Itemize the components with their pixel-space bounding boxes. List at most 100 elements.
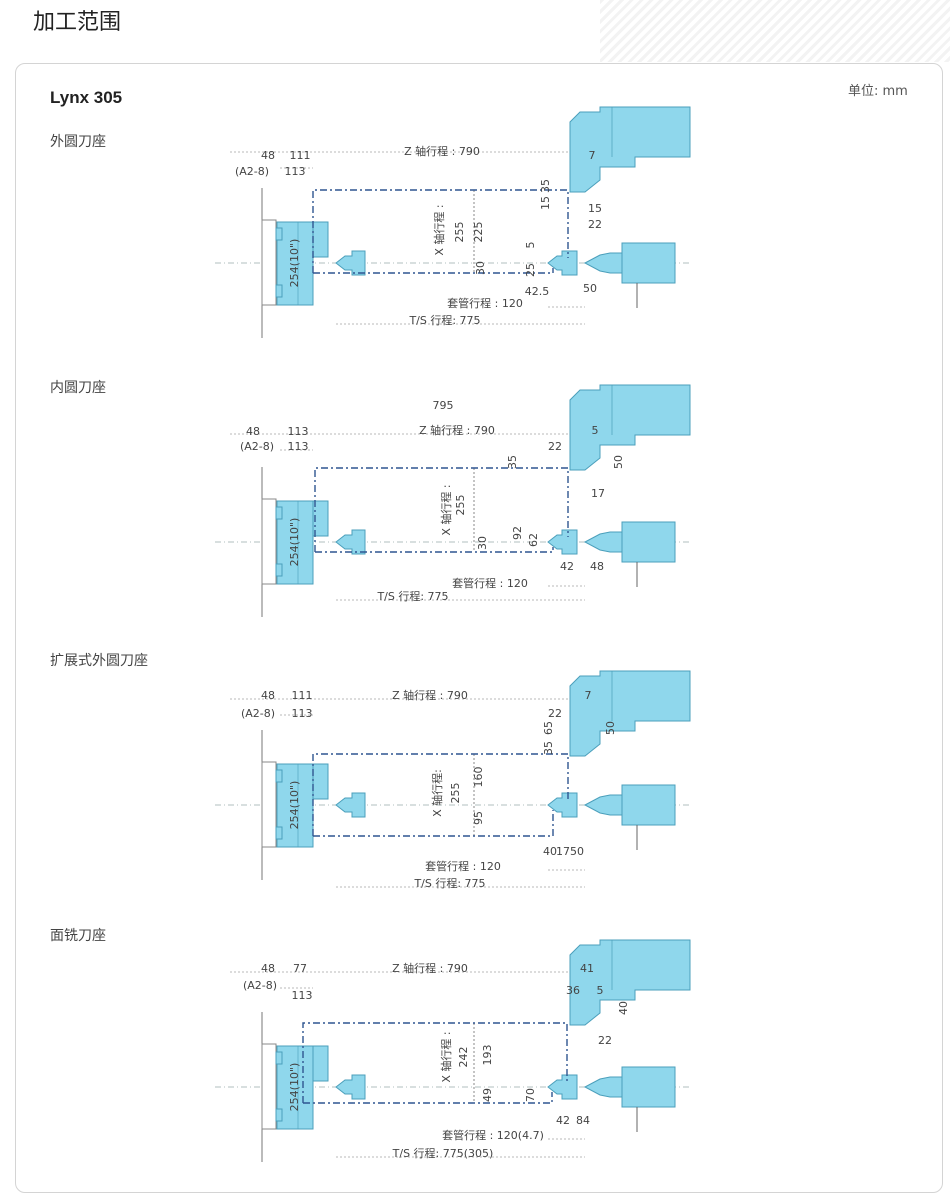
- tool-travel-path: [312, 189, 569, 274]
- dimension-label: 5: [592, 424, 599, 437]
- dimension-label: 50: [570, 845, 584, 858]
- turret: [569, 670, 691, 757]
- turret: [569, 384, 691, 471]
- chuck-jaw-lower: [275, 1108, 283, 1122]
- tool-at-turret: [547, 792, 578, 818]
- chuck: [276, 763, 314, 848]
- dimension-label: (A2-8): [243, 979, 277, 992]
- dimension-label: 77: [293, 962, 307, 975]
- dimension-label: T/S 行程: 775: [408, 314, 480, 327]
- spindle-nose-plate: [261, 498, 277, 585]
- dimension-label: 62: [527, 533, 540, 547]
- dimension-label: 22: [548, 707, 562, 720]
- dimension-label: 65: [542, 721, 555, 735]
- tool-at-spindle: [335, 250, 366, 276]
- dimension-label: 92: [511, 526, 524, 540]
- unit-label: 单位: mm: [848, 84, 908, 99]
- dimension-label: T/S 行程: 775(305): [392, 1147, 494, 1160]
- dimension-label: 193: [481, 1045, 494, 1066]
- dimension-label: X 轴行程 :: [439, 484, 453, 535]
- dimension-label: Z 轴行程 : 790: [392, 961, 468, 975]
- dimension-label: 254(10"): [288, 781, 301, 830]
- chuck-jaw-lower: [275, 284, 283, 298]
- dimension-label: 48: [590, 560, 604, 573]
- spindle-nose-plate: [261, 219, 277, 306]
- dimension-label: 255: [453, 222, 466, 243]
- dimension-label: 254(10"): [288, 518, 301, 567]
- header-decoration: [600, 0, 950, 62]
- dimension-label: 111: [292, 689, 313, 702]
- dimension-label: 22: [548, 440, 562, 453]
- dimension-label: 113: [292, 989, 313, 1002]
- dimension-label: 22: [598, 1034, 612, 1047]
- turret: [569, 106, 691, 193]
- dimension-label: 套管行程 : 120(4.7): [442, 1128, 544, 1142]
- dimension-label: 7: [589, 149, 596, 162]
- section-title-face-mill-holder: 面铣刀座: [50, 928, 106, 944]
- dimension-label: X 轴行程 :: [439, 1031, 453, 1082]
- dimension-label: 40: [617, 1001, 630, 1015]
- dimension-label: 795: [433, 399, 454, 412]
- dimension-label: X 轴行程 :: [432, 204, 446, 255]
- section-title-extended-od-holder: 扩展式外圆刀座: [50, 653, 148, 669]
- dimension-label: (A2-8): [241, 707, 275, 720]
- tailstock-body: [621, 1066, 676, 1108]
- dimension-label: (A2-8): [235, 165, 269, 178]
- diagram-4: 48 77 Z 轴行程 : 790 41 (A2-8) 113 36 5 40 22 X 轴行程 :…: [215, 939, 691, 1162]
- dimension-label: 113: [288, 440, 309, 453]
- dimension-label: 48: [261, 962, 275, 975]
- chuck-jaw-block: [312, 763, 329, 800]
- chuck-jaw-block: [312, 500, 329, 537]
- dimension-label: 35: [539, 179, 552, 193]
- dimension-label: 17: [556, 845, 570, 858]
- chuck-jaw-block: [312, 1045, 329, 1082]
- dimension-label: 48: [246, 425, 260, 438]
- dimension-label: 22: [588, 218, 602, 231]
- dimension-label: T/S 行程: 775: [376, 590, 448, 603]
- dimension-label: 242: [457, 1047, 470, 1068]
- dimension-label: 5: [597, 984, 604, 997]
- dimension-label: 41: [580, 962, 594, 975]
- dimension-label: 95: [472, 811, 485, 825]
- dimension-label: 113: [292, 707, 313, 720]
- dimension-label: 25: [524, 263, 537, 277]
- dimension-label: 5: [524, 242, 537, 249]
- section-title-id-holder: 内圆刀座: [50, 380, 106, 396]
- dimension-label: 255: [454, 495, 467, 516]
- dimension-label: 17: [591, 487, 605, 500]
- chuck: [276, 1045, 314, 1130]
- tailstock-center: [583, 531, 623, 553]
- tailstock-center: [583, 1076, 623, 1098]
- dimension-label: 36: [566, 984, 580, 997]
- dimension-label: Z 轴行程 : 790: [419, 423, 495, 437]
- dimension-label: 42.5: [525, 285, 550, 298]
- tailstock-body: [621, 521, 676, 563]
- chuck: [276, 500, 314, 585]
- dimension-label: 42: [556, 1114, 570, 1127]
- dimension-label: 254(10"): [288, 1063, 301, 1112]
- spindle-nose-plate: [261, 761, 277, 848]
- dimension-label: 113: [285, 165, 306, 178]
- tool-at-turret: [547, 250, 578, 276]
- tool-travel-path: [314, 467, 569, 553]
- chuck-jaw-lower: [275, 826, 283, 840]
- chuck-jaw-upper: [275, 769, 283, 783]
- dimension-label: (A2-8): [240, 440, 274, 453]
- model-name: Lynx 305: [50, 88, 123, 107]
- dimension-label: 48: [261, 689, 275, 702]
- dimension-label: 160: [472, 767, 485, 788]
- dimension-label: 40: [543, 845, 557, 858]
- section-title-od-holder: 外圆刀座: [50, 134, 106, 150]
- dimension-label: 70: [524, 1088, 537, 1102]
- dimension-label: 套管行程 : 120: [425, 859, 501, 873]
- tailstock-body: [621, 242, 676, 284]
- tailstock-body: [621, 784, 676, 826]
- content-panel: [15, 63, 943, 1193]
- dimension-label: 套管行程 : 120: [452, 576, 528, 590]
- dimension-label: 255: [449, 783, 462, 804]
- tailstock-center: [583, 794, 623, 816]
- chuck-jaw-block: [312, 221, 329, 258]
